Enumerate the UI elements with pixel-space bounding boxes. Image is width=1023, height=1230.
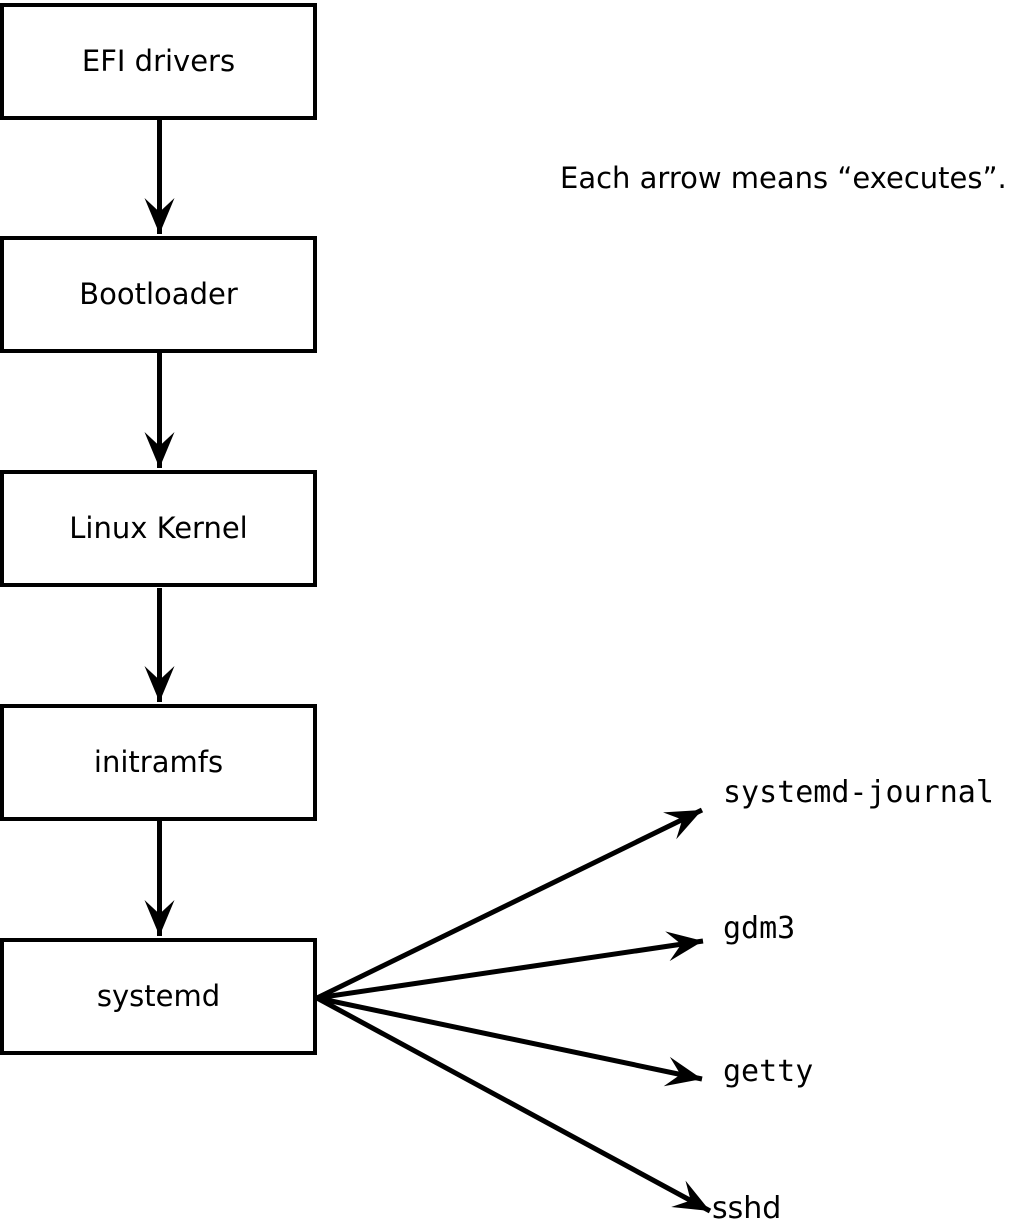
process-label-getty: getty bbox=[723, 1054, 814, 1089]
box-systemd: systemd bbox=[0, 938, 317, 1055]
box-bootloader: Bootloader bbox=[0, 236, 317, 353]
box-efi-drivers-label: EFI drivers bbox=[81, 44, 236, 78]
box-linux-kernel-label: Linux Kernel bbox=[69, 511, 248, 545]
arrow-systemd-to-getty bbox=[316, 995, 703, 1087]
arrow-systemd-to-systemd-journal bbox=[315, 807, 704, 1001]
process-label-gdm3: gdm3 bbox=[723, 911, 796, 946]
arrow-systemd-to-sshd bbox=[315, 995, 712, 1214]
box-bootloader-label: Bootloader bbox=[79, 277, 238, 311]
box-initramfs-label: initramfs bbox=[93, 745, 224, 779]
arrow-meaning-note: Each arrow means “executes”. bbox=[560, 161, 1007, 195]
box-initramfs: initramfs bbox=[0, 704, 317, 821]
box-systemd-label: systemd bbox=[96, 979, 221, 1013]
process-label-systemd-journal: systemd-journal bbox=[723, 775, 994, 810]
box-linux-kernel: Linux Kernel bbox=[0, 470, 317, 587]
process-label-sshd: sshd bbox=[712, 1191, 782, 1226]
arrow-systemd-to-gdm3 bbox=[316, 931, 704, 1001]
box-efi-drivers: EFI drivers bbox=[0, 3, 317, 120]
